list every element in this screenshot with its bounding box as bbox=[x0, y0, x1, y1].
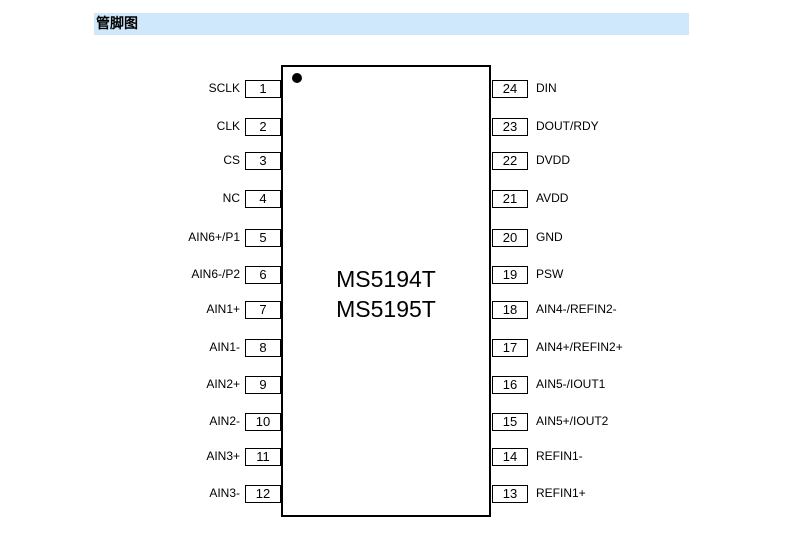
pin-number-12: 12 bbox=[245, 485, 281, 503]
pin1-indicator-dot bbox=[292, 73, 302, 83]
pin-label-20: GND bbox=[536, 230, 563, 244]
pin-number-6: 6 bbox=[245, 266, 281, 284]
pin-label-22: DVDD bbox=[536, 153, 571, 167]
pin-label-14: REFIN1- bbox=[536, 449, 583, 463]
pin-label-21: AVDD bbox=[536, 191, 569, 205]
pin-number-17: 17 bbox=[492, 339, 528, 357]
pin-label-4: NC bbox=[222, 191, 240, 205]
pin-number-5: 5 bbox=[245, 229, 281, 247]
part-number-line-2: MS5195T bbox=[336, 296, 436, 322]
pin-number-20: 20 bbox=[492, 229, 528, 247]
pin-number-8: 8 bbox=[245, 339, 281, 357]
pin-number-16: 16 bbox=[492, 376, 528, 394]
pin-number-10: 10 bbox=[245, 413, 281, 431]
pin-label-2: CLK bbox=[216, 119, 240, 133]
pin-number-18: 18 bbox=[492, 301, 528, 319]
pin-number-2: 2 bbox=[245, 118, 281, 136]
pin-label-5: AIN6+/P1 bbox=[188, 230, 240, 244]
pin-label-16: AIN5-/IOUT1 bbox=[536, 377, 606, 391]
pin-label-1: SCLK bbox=[208, 81, 240, 95]
pin-label-3: CS bbox=[223, 153, 240, 167]
pin-number-14: 14 bbox=[492, 448, 528, 466]
pin-label-18: AIN4-/REFIN2- bbox=[536, 302, 617, 316]
pin-label-10: AIN2- bbox=[209, 414, 240, 428]
pin-number-21: 21 bbox=[492, 190, 528, 208]
pin-number-22: 22 bbox=[492, 152, 528, 170]
pin-number-11: 11 bbox=[245, 448, 281, 466]
section-header: 管脚图 bbox=[94, 13, 689, 35]
pin-number-4: 4 bbox=[245, 190, 281, 208]
pin-number-15: 15 bbox=[492, 413, 528, 431]
pin-number-9: 9 bbox=[245, 376, 281, 394]
pin-number-23: 23 bbox=[492, 118, 528, 136]
pin-number-3: 3 bbox=[245, 152, 281, 170]
pin-number-19: 19 bbox=[492, 266, 528, 284]
pin-label-8: AIN1- bbox=[209, 340, 240, 354]
pin-label-15: AIN5+/IOUT2 bbox=[536, 414, 609, 428]
part-number-line-1: MS5194T bbox=[336, 266, 436, 292]
pin-label-23: DOUT/RDY bbox=[536, 119, 599, 133]
pin-number-1: 1 bbox=[245, 80, 281, 98]
pin-number-24: 24 bbox=[492, 80, 528, 98]
pin-label-9: AIN2+ bbox=[206, 377, 240, 391]
pin-label-13: REFIN1+ bbox=[536, 486, 586, 500]
pin-label-11: AIN3+ bbox=[206, 449, 240, 463]
pin-label-6: AIN6-/P2 bbox=[191, 267, 240, 281]
pin-label-19: PSW bbox=[536, 267, 564, 281]
pin-number-13: 13 bbox=[492, 485, 528, 503]
section-title: 管脚图 bbox=[96, 16, 138, 32]
pin-label-12: AIN3- bbox=[209, 486, 240, 500]
pin-number-7: 7 bbox=[245, 301, 281, 319]
pin-label-7: AIN1+ bbox=[206, 302, 240, 316]
pin-label-17: AIN4+/REFIN2+ bbox=[536, 340, 623, 354]
chip-body: MS5194T MS5195T bbox=[281, 65, 491, 517]
pin-label-24: DIN bbox=[536, 81, 557, 95]
